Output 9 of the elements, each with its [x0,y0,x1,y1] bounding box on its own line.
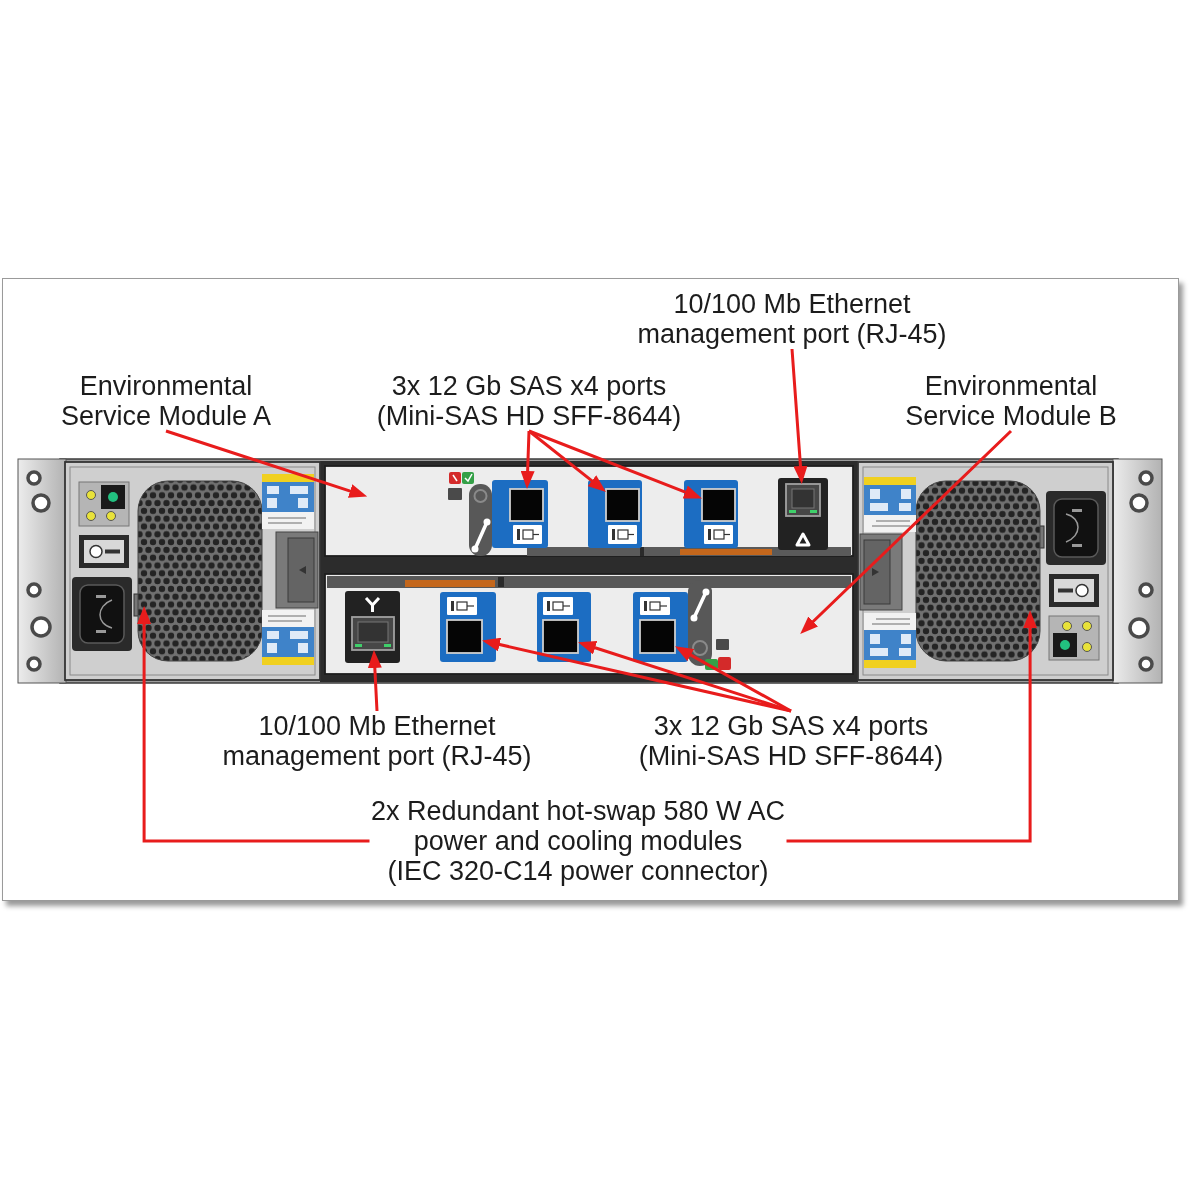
callout-label: 3x 12 Gb SAS x4 ports (Mini-SAS HD SFF-8644) [375,371,683,431]
callout-label: 10/100 Mb Ethernet management port (RJ-45) [636,289,948,349]
callout-label: (IEC 320-C14 power connector) [386,856,770,886]
callout-label: Environmental Service Module A [59,371,273,431]
callout-label: 3x 12 Gb SAS x4 ports (Mini-SAS HD SFF-8644) [637,711,945,771]
callout-label: 10/100 Mb Ethernet management port (RJ-45) [221,711,533,771]
leader-arrow [790,348,808,485]
callout-label: 2x Redundant hot-swap 580 W AC power and cooling modules [369,796,787,856]
callout-label: Environmental Service Module B [904,371,1118,431]
